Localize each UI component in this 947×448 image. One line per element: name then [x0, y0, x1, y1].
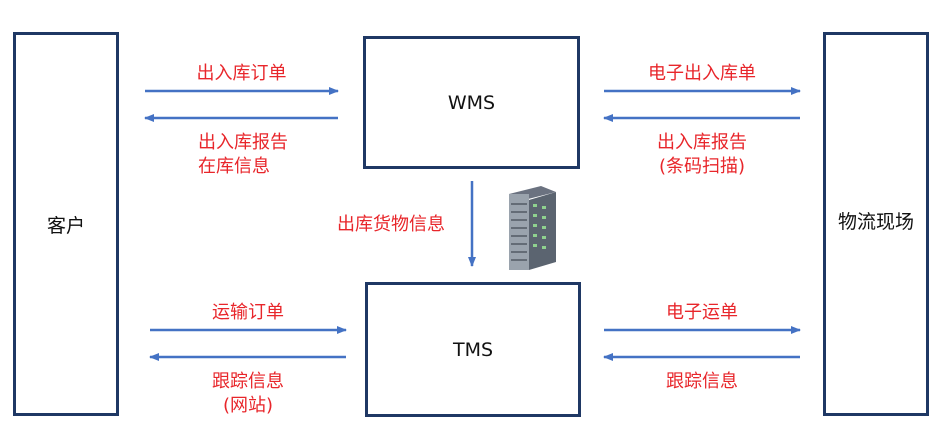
label-electronic-in-out-doc: 电子出入库单	[648, 63, 756, 84]
label-transport-order: 运输订单	[212, 302, 284, 323]
wms-label: WMS	[447, 91, 496, 114]
label-tracking-info-right: 跟踪信息	[666, 371, 738, 392]
label-stock-info: 在库信息	[198, 156, 270, 177]
label-in-out-report: 出入库报告	[198, 132, 288, 153]
logistics-site-label: 物流现场	[837, 211, 914, 233]
label-website: (网站)	[222, 395, 274, 416]
label-tracking-info-left: 跟踪信息	[212, 371, 284, 392]
wms-box: WMS	[363, 36, 580, 169]
tms-box: TMS	[365, 282, 581, 417]
customer-label: 客户	[46, 214, 85, 237]
tms-label: TMS	[452, 338, 494, 361]
customer-box: 客户	[13, 32, 119, 416]
label-in-out-order: 出入库订单	[196, 63, 287, 84]
label-site-in-out-report: 出入库报告	[657, 132, 747, 153]
label-outbound-goods-info: 出库货物信息	[337, 214, 445, 235]
label-electronic-waybill: 电子运单	[666, 302, 738, 323]
server-rack-icon	[509, 186, 556, 270]
label-barcode-scan: (条码扫描)	[658, 156, 746, 177]
logistics-site-box: 物流现场	[823, 32, 929, 416]
